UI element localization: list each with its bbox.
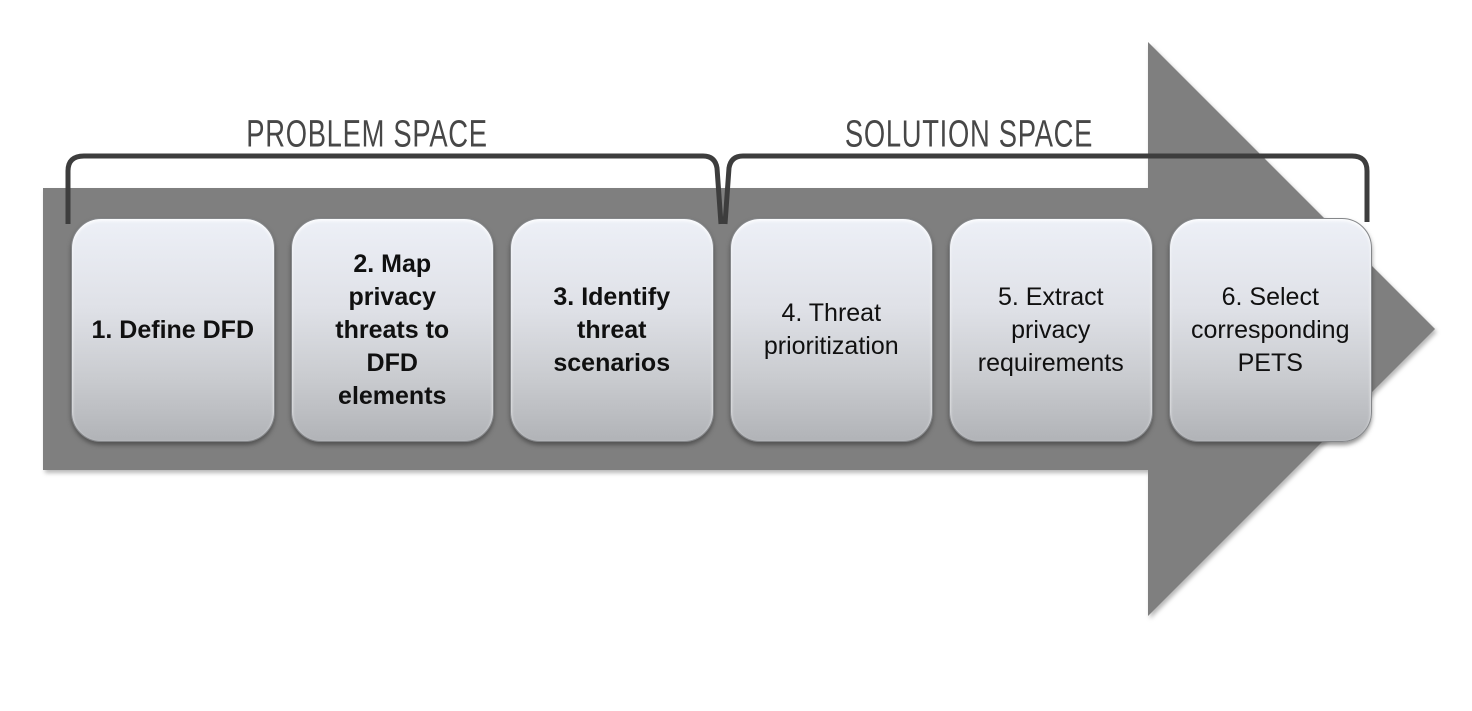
step-label: 5. Extract privacy requirements (977, 282, 1124, 377)
step-box-select-corresponding-pets: 6. Select corresponding PETS (1168, 218, 1372, 442)
step-label: 4. Threat prioritization (763, 299, 899, 360)
step-label: 2. Map privacy threats to DFD elements (335, 249, 450, 410)
step-label: 1. Define DFD (91, 315, 255, 344)
step-label: 3. Identify threat scenarios (553, 282, 671, 377)
problem-space-bracket (65, 153, 724, 225)
process-steps-row: 1. Define DFD 2. Map privacy threats to … (71, 218, 1372, 442)
solution-space-label: SOLUTION SPACE (844, 113, 1094, 156)
solution-space-bracket (722, 153, 1370, 225)
step-label: 6. Select corresponding PETS (1191, 282, 1350, 377)
step-box-identify-threat-scenarios: 3. Identify threat scenarios (510, 218, 714, 442)
step-box-extract-privacy-requirements: 5. Extract privacy requirements (949, 218, 1153, 442)
step-box-define-dfd: 1. Define DFD (71, 218, 275, 442)
step-box-map-privacy-threats: 2. Map privacy threats to DFD elements (290, 218, 494, 442)
step-box-threat-prioritization: 4. Threat prioritization (729, 218, 933, 442)
problem-space-label: PROBLEM SPACE (246, 113, 488, 156)
